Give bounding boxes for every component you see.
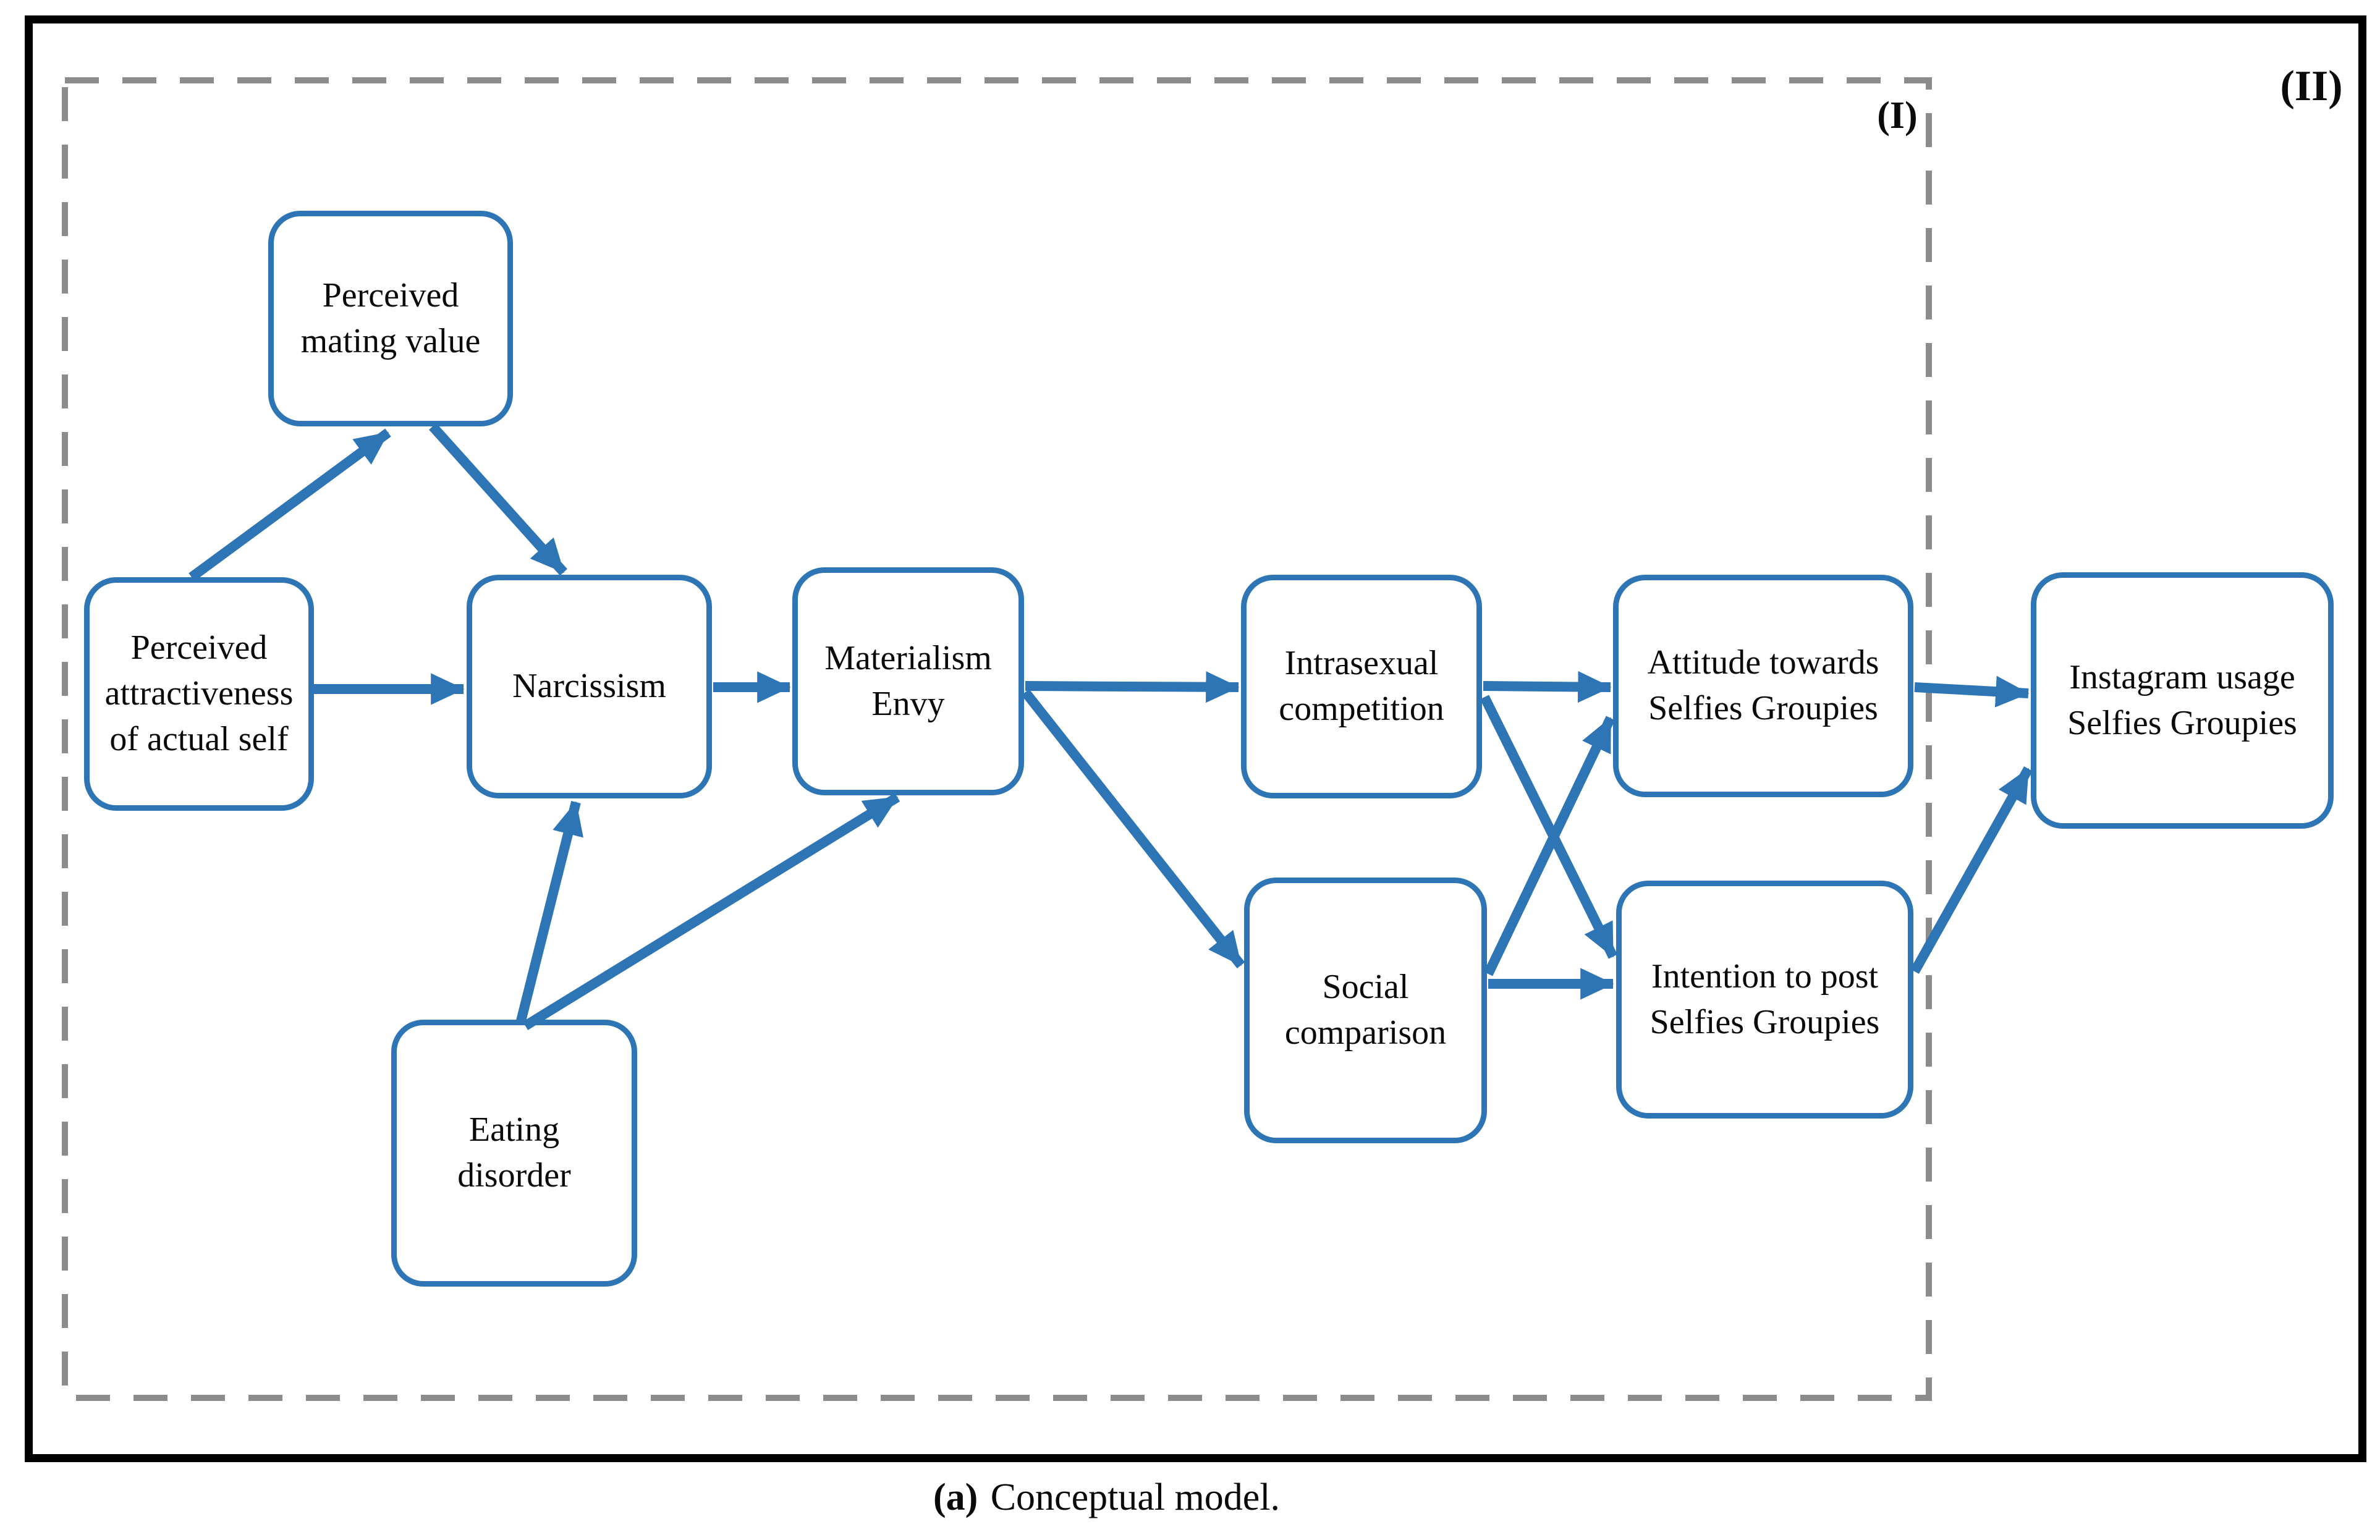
node-label: Perceived attractiveness of actual self <box>104 628 294 758</box>
node-label: Social comparison <box>1284 968 1447 1052</box>
node-perceived-mating-value: Perceived mating value <box>268 211 513 426</box>
node-social-comparison: Social comparison <box>1244 878 1487 1143</box>
caption-text: Conceptual model. <box>990 1476 1281 1518</box>
node-materialism-envy: Materialism Envy <box>792 567 1024 795</box>
node-label: Intention to post Selfies Groupies <box>1649 957 1880 1041</box>
node-label: Narcissism <box>512 667 666 706</box>
region-I-label: (I) <box>1877 95 1918 137</box>
caption-label: (a) <box>933 1476 978 1518</box>
node-label: Instagram usage Selfies Groupies <box>2067 658 2297 742</box>
node-label: Perceived mating value <box>300 276 481 360</box>
node-label: Attitude towards Selfies Groupies <box>1647 643 1879 727</box>
node-attitude-selfies-groupies: Attitude towards Selfies Groupies <box>1613 575 1913 797</box>
node-label: Intrasexual competition <box>1279 644 1444 728</box>
node-label: Eating disorder <box>457 1111 571 1195</box>
node-perceived-attractiveness: Perceived attractiveness of actual self <box>84 577 314 811</box>
node-intrasexual-competition: Intrasexual competition <box>1241 575 1482 798</box>
region-II-label: (II) <box>2280 62 2343 110</box>
node-intention-selfies-groupies: Intention to post Selfies Groupies <box>1616 881 1913 1119</box>
node-eating-disorder: Eating disorder <box>391 1020 637 1287</box>
node-instagram-usage: Instagram usage Selfies Groupies <box>2031 572 2334 829</box>
figure-caption: (a) Conceptual model. <box>0 1476 2380 1520</box>
node-label: Materialism Envy <box>824 638 992 723</box>
node-narcissism: Narcissism <box>467 575 712 798</box>
